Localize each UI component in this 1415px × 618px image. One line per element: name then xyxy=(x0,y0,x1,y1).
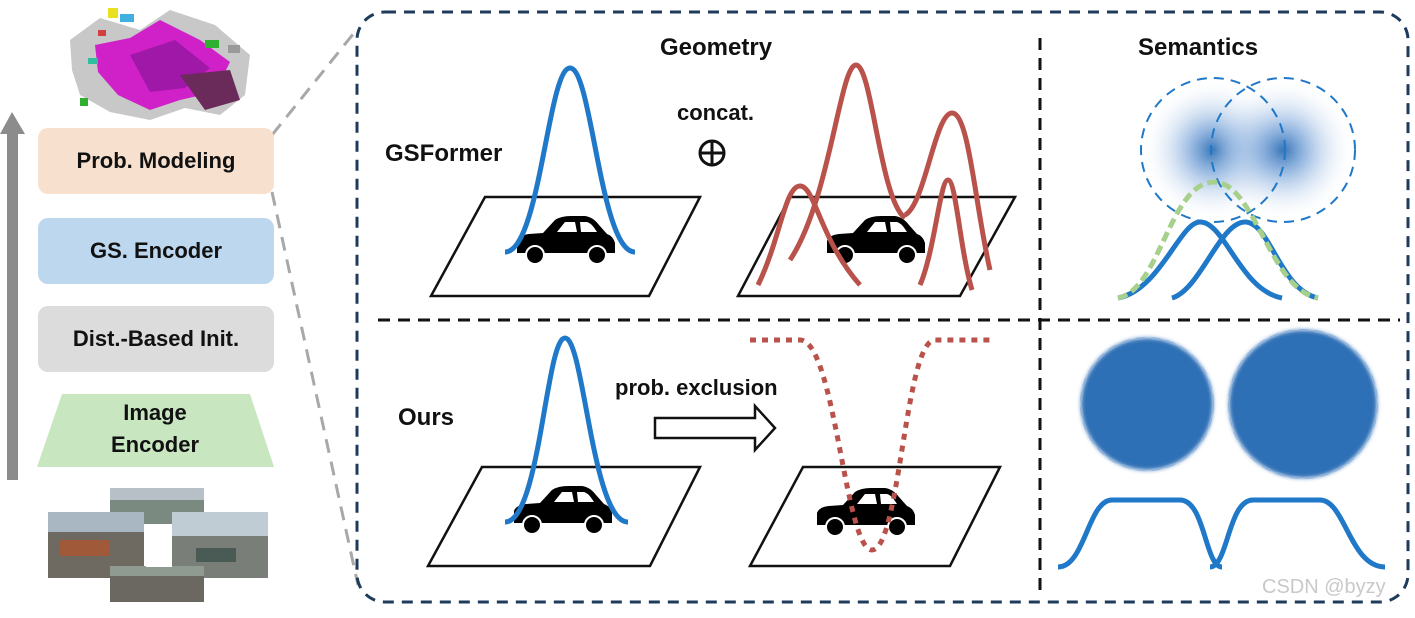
occupancy-scene-image xyxy=(70,8,250,120)
ground-plane-gsformer-1 xyxy=(428,195,703,298)
geometry-title: Geometry xyxy=(660,34,773,61)
semantics-overlap-gsformer xyxy=(1117,77,1356,301)
ours-label: Ours xyxy=(398,404,455,431)
exclusion-label: prob. exclusion xyxy=(615,375,778,400)
gsformer-label: GSFormer xyxy=(385,140,503,167)
watermark-text: CSDN @byzy xyxy=(1262,576,1386,598)
image-encoder-label-line1: Image xyxy=(123,400,187,425)
concat-symbol-icon xyxy=(698,139,726,167)
connector-bottom xyxy=(270,191,360,586)
concat-label: concat. xyxy=(677,100,755,125)
pipeline-arrow xyxy=(0,112,25,480)
exclusion-curve-ours xyxy=(750,337,990,553)
semantics-title: Semantics xyxy=(1138,34,1259,61)
camera-images xyxy=(48,488,268,602)
semantics-separated-ours xyxy=(1057,329,1386,570)
ground-plane-ours-1 xyxy=(425,465,703,568)
mixture-curves-gsformer xyxy=(755,62,993,291)
main-panel-frame xyxy=(355,10,1410,604)
car-icon xyxy=(817,488,915,537)
ground-plane-ours-2 xyxy=(747,465,1003,568)
gaussian-curve-ours xyxy=(504,335,629,525)
exclusion-arrow-icon xyxy=(653,402,777,454)
car-icon xyxy=(514,486,612,535)
prob-modeling-label: Prob. Modeling xyxy=(76,148,236,173)
prob-modeling-block: Prob. Modeling xyxy=(38,128,274,194)
dist-init-label: Dist.-Based Init. xyxy=(72,326,240,351)
car-icon xyxy=(517,216,615,265)
connector-top xyxy=(270,27,360,136)
gs-encoder-label: GS. Encoder xyxy=(89,238,223,263)
gaussian-curve-gsformer xyxy=(504,65,636,255)
dist-init-block: Dist.-Based Init. xyxy=(38,306,274,372)
image-encoder-label-line2: Encoder xyxy=(110,432,200,457)
gs-encoder-block: GS. Encoder xyxy=(38,218,274,284)
image-encoder-block xyxy=(37,394,274,467)
